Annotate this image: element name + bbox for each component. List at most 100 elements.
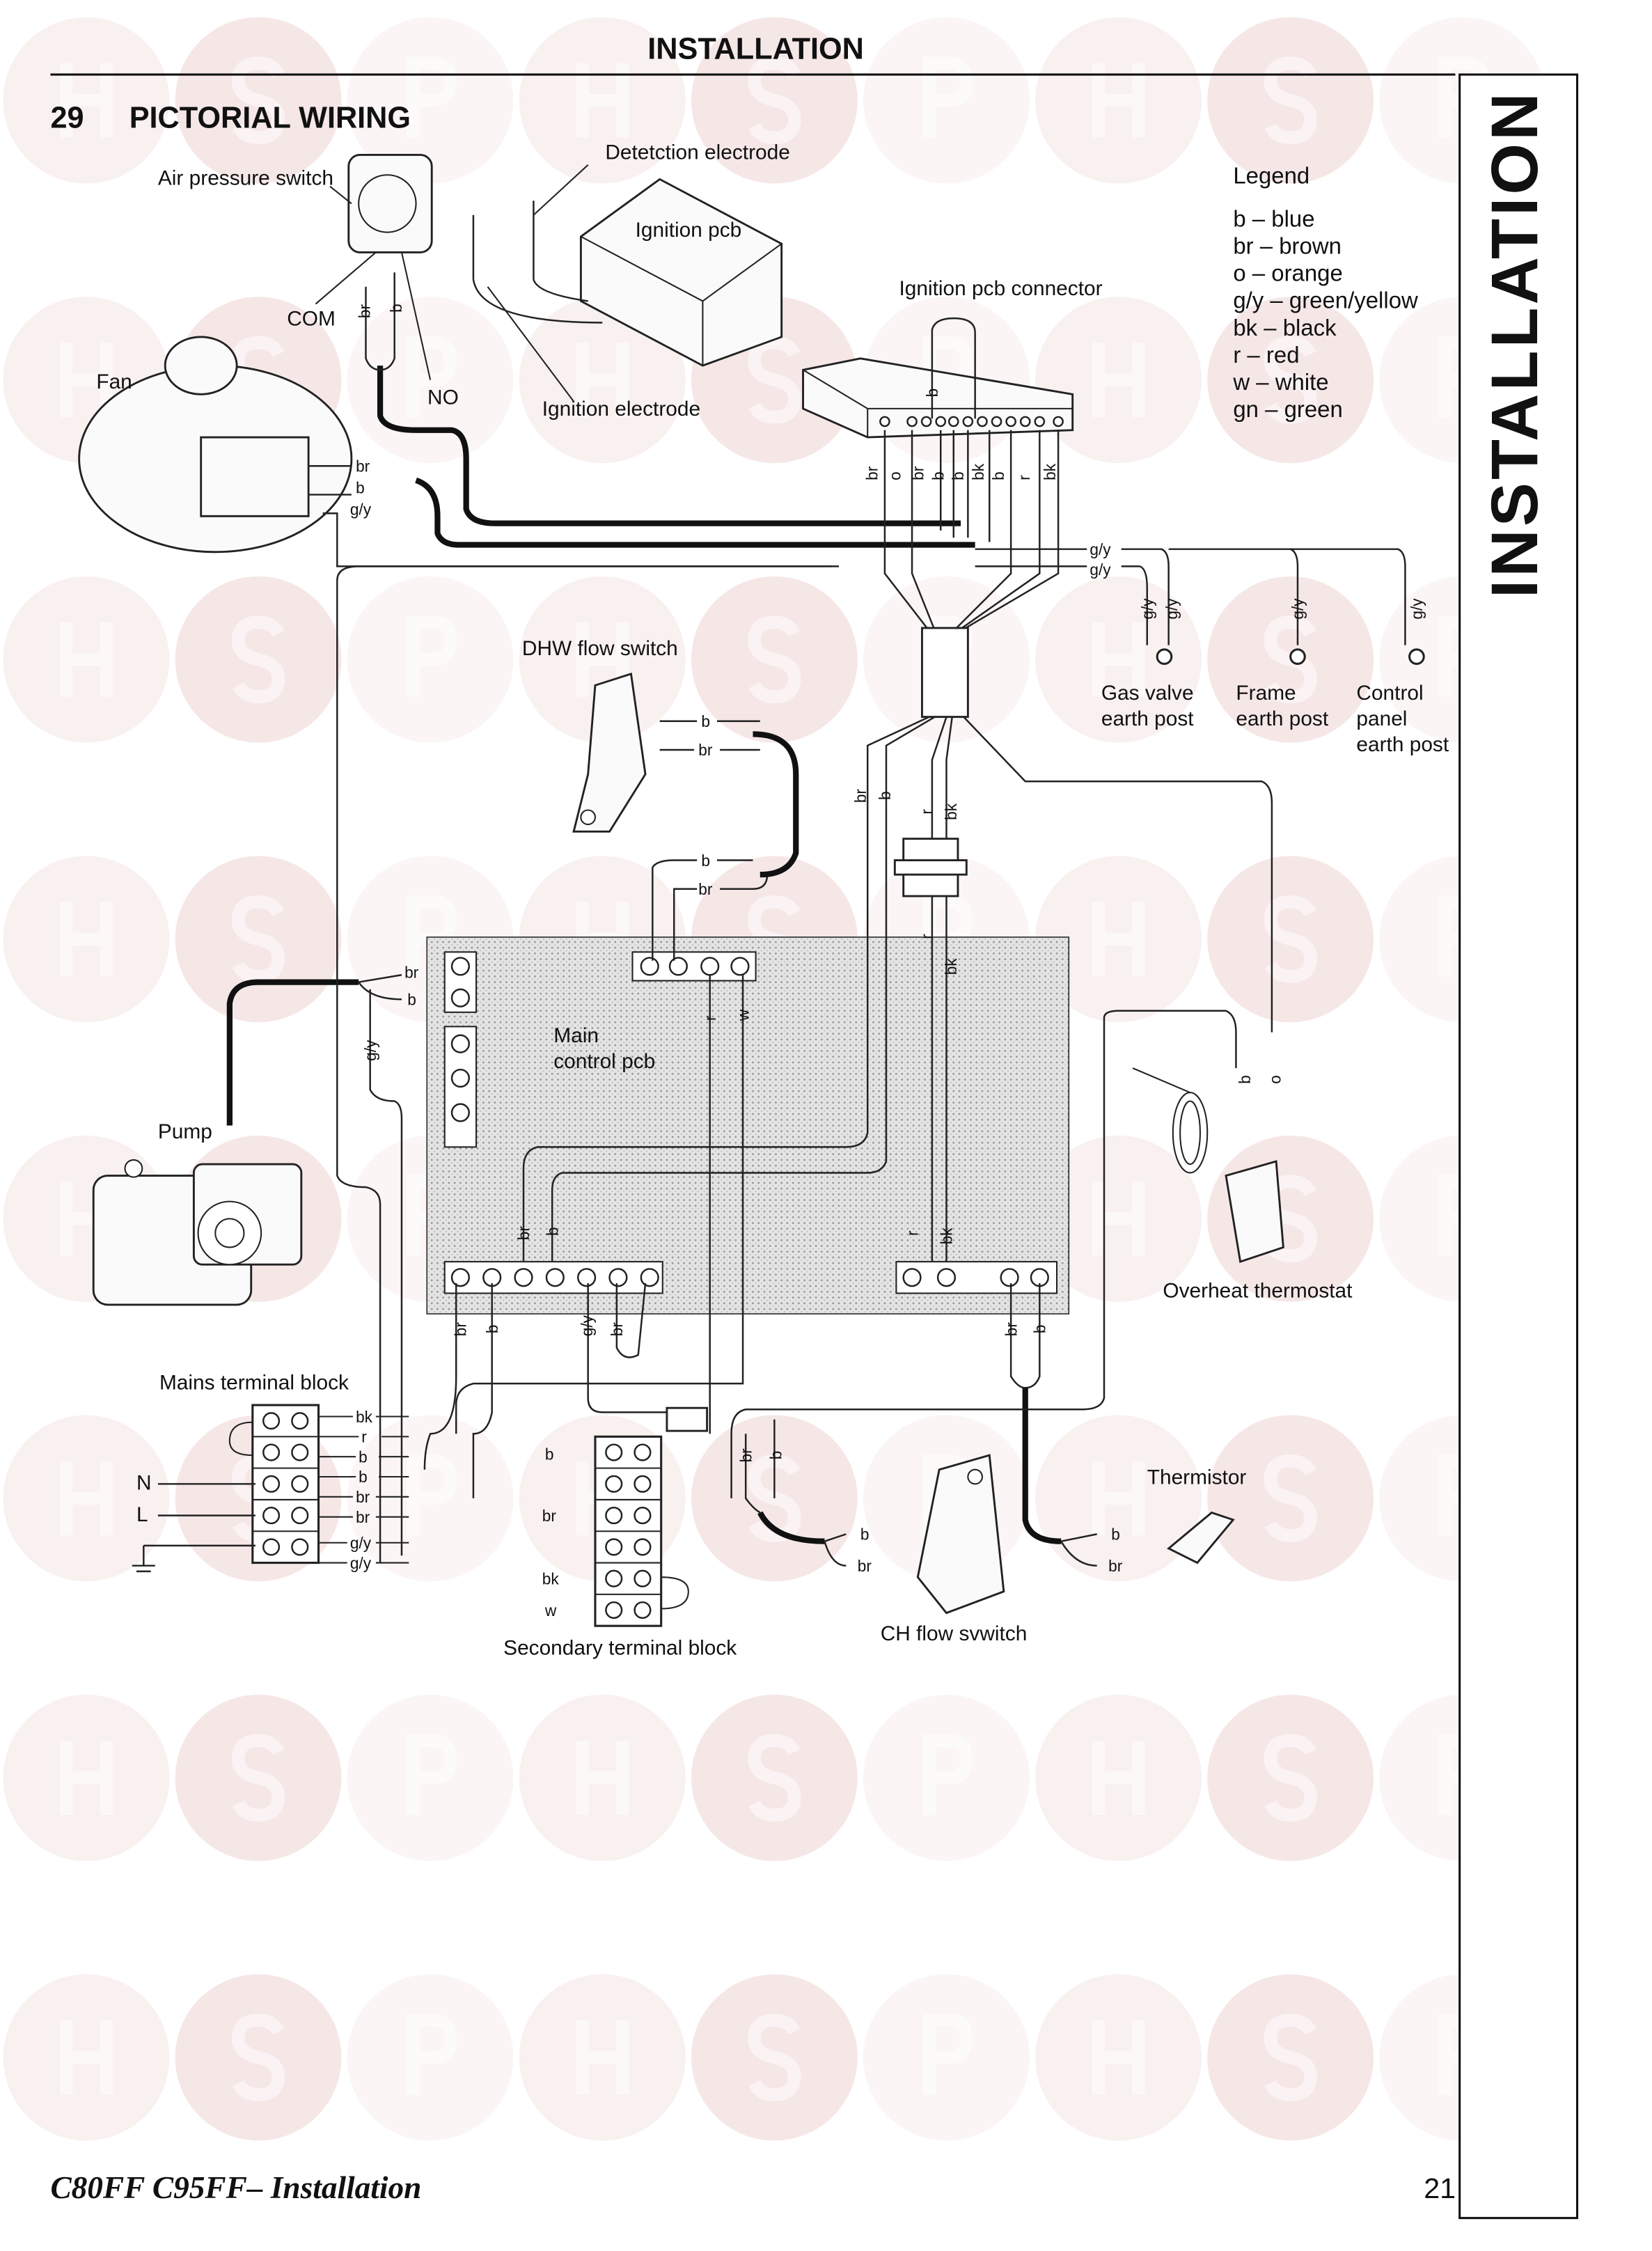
wire-label: b [1111, 1525, 1120, 1544]
terminal-screw [291, 1475, 309, 1493]
wire-label: br [737, 1448, 755, 1463]
legend-item: w – white [1232, 369, 1328, 395]
terminal-screw [605, 1538, 623, 1556]
wire-label: b [545, 1445, 554, 1463]
wire-label: r [361, 1428, 367, 1446]
wire-label: br [404, 963, 419, 981]
label-control-panel-earth: Control [1356, 682, 1423, 705]
terminal-screw [605, 1507, 623, 1525]
wire-label: br [356, 304, 374, 319]
watermark-letter-shape [576, 343, 629, 418]
label-main-pcb: Main [553, 1024, 599, 1047]
wire-label: b [860, 1525, 870, 1544]
page-number: 21 [1424, 2172, 1456, 2204]
pcb-terminal [450, 1034, 470, 1053]
wire-label: b [356, 478, 365, 496]
side-tab: INSTALLATION [1458, 73, 1579, 2220]
label-com: COM [287, 307, 336, 330]
terminal-screw [605, 1475, 623, 1493]
wire-label: bk [356, 1408, 373, 1426]
overheat-thermostat-drawing [1132, 1067, 1284, 1264]
wire-label: br [356, 1488, 370, 1506]
mains-feed [132, 1483, 255, 1573]
thermistor-drawing [1167, 1511, 1235, 1564]
legend-item: o – orange [1233, 260, 1343, 286]
terminal-screw [605, 1443, 623, 1461]
pcb-terminal [730, 957, 750, 976]
pcb-terminal [668, 957, 688, 976]
wire-label: b [359, 1448, 368, 1466]
terminal-screw [291, 1507, 309, 1525]
pcb-terminal [450, 1103, 470, 1122]
label-ch-flow-switch: CH flow svwitch [881, 1622, 1028, 1645]
wire-label: g/y [1138, 598, 1156, 620]
wire-label: g/y [1408, 598, 1426, 620]
wire-label: br [542, 1507, 557, 1525]
ignition-pcb-connector-drawing [802, 317, 1074, 439]
terminal-screw [605, 1569, 623, 1587]
mains-terminal-block [228, 1404, 320, 1564]
air-pressure-switch-drawing [315, 153, 433, 380]
watermark-letter-shape [231, 615, 285, 704]
legend-item: g/y – green/yellow [1233, 288, 1418, 313]
label-detection-electrode: Detetction electrode [605, 141, 789, 164]
wire-label: b [929, 471, 947, 480]
watermark-letter-shape [1092, 343, 1145, 418]
label-mains-terminal-block: Mains terminal block [159, 1371, 349, 1394]
watermark-letter-shape [922, 56, 973, 138]
label-air-pressure-switch: Air pressure switch [158, 167, 333, 190]
wire-label: br [858, 1557, 872, 1575]
wire-label: b [767, 1451, 785, 1460]
label-control-panel-earth: panel [1356, 707, 1407, 730]
wire-label: r [903, 1230, 921, 1236]
label-frame-earth: Frame [1236, 682, 1296, 705]
wire-label: bk [938, 1228, 956, 1245]
wire-label: br [863, 466, 881, 480]
watermark-letter-shape [1264, 336, 1317, 424]
wire-label: bk [942, 958, 960, 975]
watermark-letter-shape [748, 1734, 801, 1822]
wire-label: r [918, 934, 936, 939]
connector-pin [1005, 416, 1016, 428]
connector-pin [935, 416, 947, 428]
watermark-letter-shape [1264, 1734, 1317, 1822]
wire-label: b [701, 852, 710, 870]
wire-label: g/y [1089, 540, 1111, 558]
wire-label: w [734, 1009, 752, 1021]
legend-item: gn – green [1233, 396, 1343, 422]
watermark-letter-shape [748, 56, 801, 144]
wire-label: b [923, 389, 941, 398]
wire-label: g/y [1089, 560, 1111, 579]
link-wire [228, 1421, 253, 1457]
wire-label: bk [969, 463, 987, 480]
watermark-letter-shape [59, 902, 113, 977]
legend-item: b – blue [1233, 205, 1314, 231]
watermark-letter-shape [1092, 1181, 1145, 1256]
terminal-screw [262, 1507, 281, 1525]
pcb-terminal [902, 1268, 922, 1287]
watermark-letter-shape [231, 895, 285, 983]
connector-pin [1034, 416, 1046, 428]
wire-label: br [452, 1322, 470, 1337]
component-labels: Air pressure switch Detetction electrode… [96, 141, 1449, 1660]
wire-label: g/y [1163, 598, 1181, 620]
wire-label: b [387, 304, 405, 313]
watermark-letter-shape [1264, 56, 1317, 144]
watermark-letter-shape [59, 2020, 113, 2095]
watermark-letter-shape [1092, 1740, 1145, 1815]
watermark-letter-shape [407, 2014, 457, 2095]
label-dhw-flow-switch: DHW flow switch [522, 637, 678, 660]
pcb-terminal [640, 957, 659, 976]
wire-label: g/y [578, 1315, 596, 1336]
label-ignition-pcb: Ignition pcb [636, 219, 742, 242]
connector-pin [906, 416, 918, 428]
pcb-terminal [700, 957, 720, 976]
wire-label: br [356, 1508, 370, 1526]
wire-label: b [1031, 1324, 1049, 1333]
label-gas-valve: Gas valve [1101, 682, 1194, 705]
pcb-terminal [514, 1268, 533, 1287]
watermark-letter-shape [1264, 1454, 1317, 1542]
wire-label: bk [1041, 463, 1059, 480]
pcb-terminal [450, 957, 470, 976]
dhw-flow-switch-drawing [572, 672, 647, 833]
